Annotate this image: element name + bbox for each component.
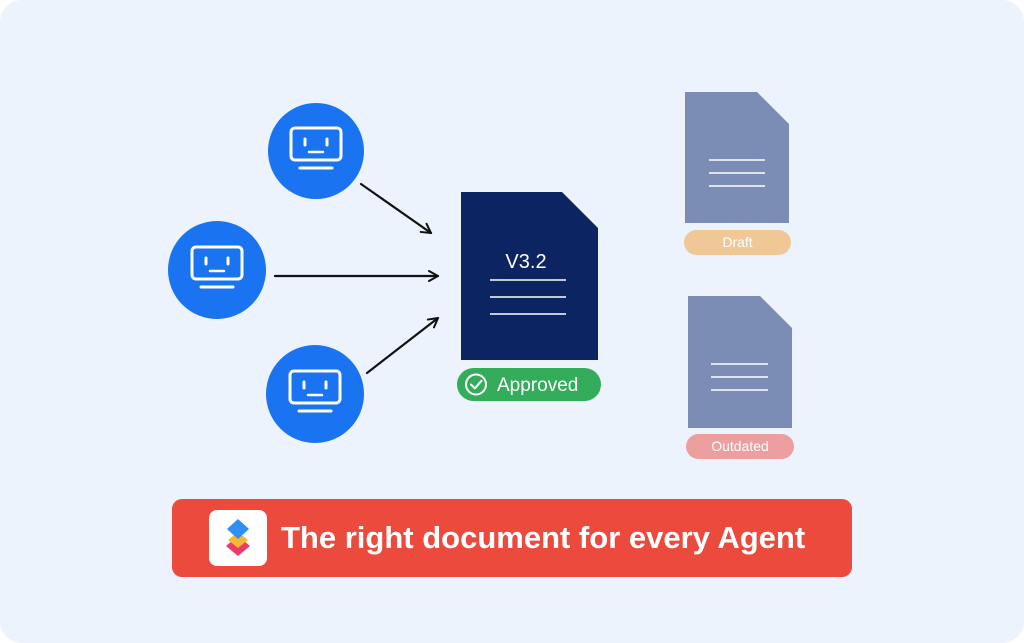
approved-document: V3.2 [461, 192, 598, 360]
stacked-diamonds-logo [226, 519, 250, 556]
draft-status-label: Draft [722, 234, 752, 250]
draft-document [685, 92, 789, 223]
check-circle-icon [465, 373, 487, 396]
outdated-status-badge: Outdated [686, 434, 794, 459]
banner-tagline: The right document for every Agent [281, 520, 806, 555]
approved-status-label: Approved [497, 375, 578, 396]
agent-middle [168, 221, 266, 319]
outdated-status-label: Outdated [711, 438, 769, 454]
outdated-document [688, 296, 792, 428]
arrow-top-to-doc [359, 182, 433, 235]
draft-status-badge: Draft [684, 230, 791, 255]
document-version-label: V3.2 [505, 251, 546, 273]
logo [209, 510, 267, 566]
approved-status-badge: Approved [457, 368, 601, 401]
arrow-bottom-to-doc [365, 316, 440, 375]
tagline-banner: The right document for every Agent [172, 499, 852, 577]
agent-bottom [266, 345, 364, 443]
agent-top [268, 103, 364, 199]
